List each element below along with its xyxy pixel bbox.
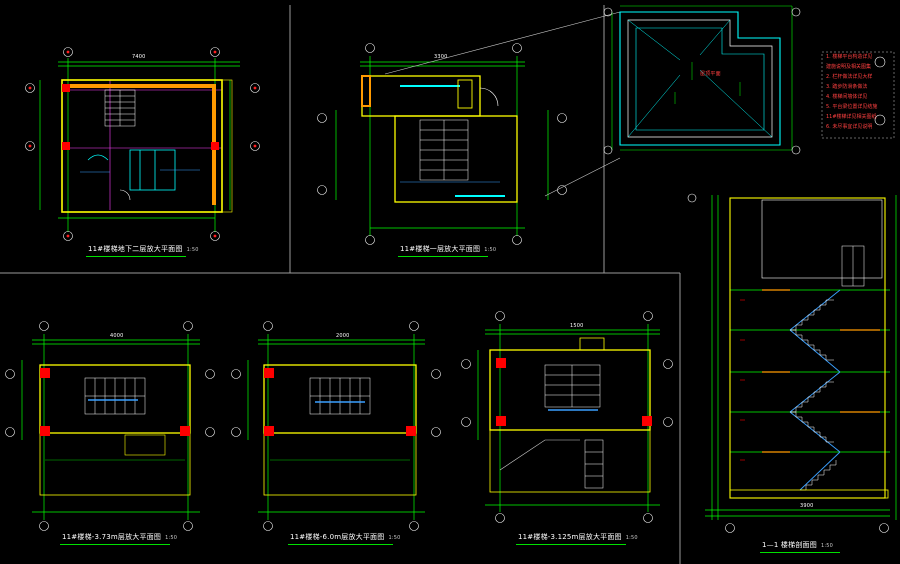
title-underline [516, 544, 626, 545]
title-underline [60, 544, 170, 545]
dim-text: 2000 [336, 333, 350, 339]
title-basement-2-text: 11#楼梯地下二层放大平面图 [88, 245, 183, 253]
section-1-1 [687, 193, 897, 533]
title-scale: 1:50 [388, 535, 401, 541]
note-item: 4. 楼梯间墙体详见 [826, 94, 868, 100]
note-item: 3. 踏步防滑条做法 [826, 84, 868, 90]
dim-text: 1500 [570, 323, 584, 329]
room-label: 屋顶平面 [700, 71, 721, 77]
note-item: 11#楼梯详见相关图纸 [826, 114, 877, 120]
note-item: 1. 楼梯平台构造详见 [826, 54, 873, 60]
plan-ground-floor [317, 11, 621, 245]
roof-detail-plan [603, 5, 895, 155]
title-scale: 1:50 [186, 247, 199, 253]
notes-list: 1. 楼梯平台构造详见 建施说明及相关图集 2. 栏杆做法详见大样 3. 踏步防… [826, 52, 877, 132]
plan-basement-2 [25, 47, 260, 241]
title-minus-3-73-text: 11#楼梯-3.73m层放大平面图 [62, 533, 162, 541]
title-ground-floor-text: 11#楼梯一层放大平面图 [400, 245, 481, 253]
dim-text: 3900 [800, 503, 814, 509]
title-underline [760, 552, 840, 553]
plan-minus-6-0 [231, 321, 441, 531]
note-item: 5. 平台梁位置详见结施 [826, 104, 878, 110]
dim-text: 7400 [132, 54, 146, 60]
title-underline [288, 544, 393, 545]
title-underline [398, 256, 488, 257]
title-underline [86, 256, 186, 257]
note-item: 2. 栏杆做法详见大样 [826, 74, 873, 80]
plan-minus-3-73 [5, 321, 215, 531]
dim-text: 3300 [434, 54, 448, 60]
title-scale: 1:50 [625, 535, 638, 541]
title-minus-6-0-text: 11#楼梯-6.0m层放大平面图 [290, 533, 385, 541]
title-scale: 1:50 [820, 543, 833, 549]
note-item: 建施说明及相关图集 [826, 64, 872, 70]
title-scale: 1:50 [484, 247, 497, 253]
title-scale: 1:50 [165, 535, 178, 541]
sheet-frame [0, 5, 681, 564]
dim-text: 4000 [110, 333, 124, 339]
note-item: 6. 未尽事宜详见说明 [826, 124, 873, 130]
title-minus-3-125-text: 11#楼梯-3.125m层放大平面图 [518, 533, 622, 541]
plan-minus-3-125 [461, 311, 673, 523]
title-section-1-1-text: 1—1 楼梯剖面图 [762, 541, 817, 549]
